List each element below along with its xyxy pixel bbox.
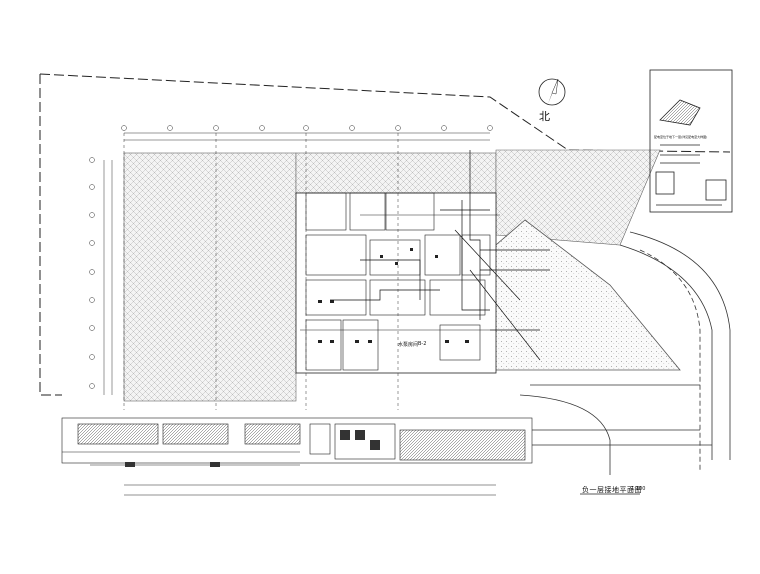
north-label: 北 — [539, 110, 550, 123]
road — [519, 231, 731, 475]
equipment — [318, 248, 469, 343]
core-blocks — [125, 430, 380, 467]
key-plan-caption: 配电室位于地下一层(详见配电室大样图) — [654, 135, 708, 139]
plan-title: 负一层接地平面图 — [582, 486, 642, 494]
axis-grid-top — [121, 125, 493, 410]
key-plan-box — [649, 69, 733, 213]
parking-strip — [61, 417, 533, 496]
room-grid — [300, 192, 500, 371]
axis-grid-left — [89, 157, 113, 395]
landscape-area — [489, 219, 681, 371]
room-label: 水泵房间 — [398, 342, 419, 348]
building-outline — [295, 192, 497, 374]
plan-scale: 1:100 — [631, 486, 646, 492]
cable-routing — [330, 150, 550, 361]
room-code: B-2 — [418, 341, 427, 347]
north-arrow-icon — [538, 78, 566, 106]
